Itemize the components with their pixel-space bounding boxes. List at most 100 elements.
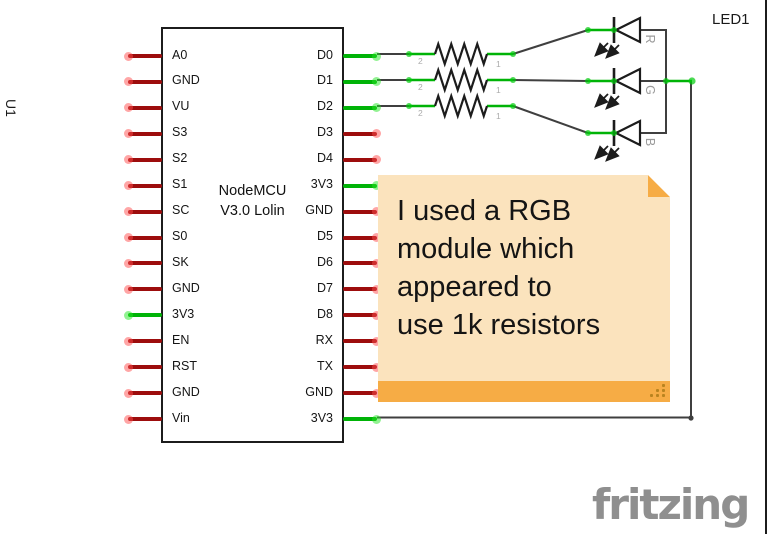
pin-d0[interactable] [343, 54, 377, 58]
pin-sc[interactable] [128, 209, 162, 214]
pin-gnd[interactable] [128, 391, 162, 396]
pin-endpoint-icon[interactable] [372, 155, 381, 165]
pin-label: RX [315, 332, 333, 347]
note-line: use 1k resistors [397, 309, 601, 341]
pin-gnd[interactable] [343, 391, 377, 396]
pin-d3[interactable] [343, 131, 377, 136]
part-ref-led1[interactable]: LED1 [712, 11, 750, 28]
chip-title-line2: V3.0 Lolin [220, 203, 285, 219]
pin-vin[interactable] [128, 417, 162, 422]
emission-arrow-icon [594, 145, 609, 160]
pin-endpoint-icon[interactable] [124, 51, 133, 61]
pin-endpoint-icon[interactable] [372, 388, 381, 398]
note-text[interactable]: I used a RGB module which appeared to us… [397, 192, 600, 344]
pin-endpoint-icon[interactable] [124, 414, 133, 424]
pin-endpoint-icon[interactable] [372, 233, 381, 242]
pin-rst[interactable] [128, 365, 162, 370]
pin-label: GND [305, 384, 333, 399]
pin-3v3[interactable] [343, 183, 377, 188]
pin-en[interactable] [128, 339, 162, 344]
pin-endpoint-icon[interactable] [372, 258, 381, 268]
pin-label: D3 [317, 125, 333, 140]
resistor-1[interactable] [433, 40, 489, 68]
pin-endpoint-icon[interactable] [372, 284, 381, 294]
pin-s2[interactable] [128, 157, 162, 162]
pin-gnd[interactable] [128, 79, 162, 84]
pin-s1[interactable] [128, 183, 162, 188]
note-resize-grip[interactable] [649, 384, 665, 398]
pin-d5[interactable] [343, 235, 377, 240]
pin-endpoint-icon[interactable] [124, 336, 133, 346]
emission-arrow-icon [594, 42, 609, 57]
pin-label: EN [172, 332, 190, 347]
junction-dot [663, 78, 669, 84]
pin-endpoint-icon[interactable] [372, 310, 381, 320]
pin-endpoint-icon[interactable] [124, 129, 133, 139]
pin-endpoint-icon[interactable] [124, 233, 133, 242]
pin-label: 3V3 [310, 177, 333, 192]
emission-arrow-icon [605, 44, 620, 59]
pin-d1[interactable] [343, 79, 377, 84]
pin-gnd[interactable] [128, 287, 162, 292]
pin-sk[interactable] [128, 261, 162, 266]
led-green[interactable] [594, 67, 642, 110]
pin-endpoint-icon[interactable] [124, 103, 133, 113]
pin-d4[interactable] [343, 157, 377, 162]
part-ref-u1[interactable]: U1 [3, 99, 19, 117]
pin-rx[interactable] [343, 339, 377, 344]
pin-endpoint-icon[interactable] [372, 336, 381, 346]
led-blue[interactable] [594, 119, 642, 162]
pin-a0[interactable] [128, 54, 162, 58]
pin-endpoint-icon[interactable] [372, 414, 381, 424]
pin-d6[interactable] [343, 261, 377, 266]
pin-endpoint-icon[interactable] [124, 388, 133, 398]
pin-endpoint-icon[interactable] [372, 207, 381, 217]
pin-gnd[interactable] [343, 209, 377, 214]
pin-label: D1 [317, 73, 333, 88]
pin-3v3[interactable] [343, 417, 377, 422]
led-red[interactable] [594, 16, 642, 59]
pin-s0[interactable] [128, 235, 162, 240]
pin-endpoint-icon[interactable] [124, 310, 133, 320]
pin-label: D8 [317, 306, 333, 321]
pin-endpoint-icon[interactable] [124, 155, 133, 165]
pin-d2[interactable] [343, 105, 377, 110]
pin-label: S2 [172, 151, 188, 166]
pin-label: 3V3 [310, 410, 333, 425]
resistor2-pin1-number: 1 [496, 85, 501, 95]
pin-label: S3 [172, 125, 188, 140]
resistor-3[interactable] [433, 92, 489, 120]
pin-endpoint-icon[interactable] [372, 129, 381, 139]
pin-endpoint-icon[interactable] [372, 51, 381, 61]
pin-endpoint-icon[interactable] [124, 284, 133, 294]
pin-endpoint-icon[interactable] [124, 181, 133, 191]
pin-endpoint-icon[interactable] [372, 181, 381, 191]
resistor-2[interactable] [433, 66, 489, 94]
pin-3v3[interactable] [128, 313, 162, 318]
pin-endpoint-icon[interactable] [124, 207, 133, 217]
pin-endpoint-icon[interactable] [372, 103, 381, 113]
wire-resistor3-to-led-b[interactable] [512, 105, 589, 134]
pin-endpoint-icon[interactable] [124, 258, 133, 268]
pin-d8[interactable] [343, 313, 377, 318]
pin-label: D0 [317, 47, 333, 62]
led-channel-r-label: R [643, 34, 657, 44]
pin-endpoint-icon[interactable] [372, 362, 381, 372]
pin-s3[interactable] [128, 131, 162, 136]
pin-tx[interactable] [343, 365, 377, 370]
wire-resistor2-to-led-g[interactable] [512, 79, 589, 82]
pin-label: GND [172, 280, 200, 295]
pin-label: RST [172, 358, 197, 373]
sticky-note[interactable]: I used a RGB module which appeared to us… [378, 175, 670, 402]
wire-resistor1-to-led-r[interactable] [512, 29, 589, 55]
pin-d7[interactable] [343, 287, 377, 292]
junction-dot [510, 77, 516, 83]
pin-endpoint-icon[interactable] [124, 77, 133, 87]
pin-label: GND [172, 73, 200, 88]
pin-endpoint-icon[interactable] [372, 77, 381, 87]
pin-endpoint-icon[interactable] [124, 362, 133, 372]
pin-label: GND [172, 384, 200, 399]
pin-label: TX [317, 358, 333, 373]
pin-vu[interactable] [128, 105, 162, 110]
